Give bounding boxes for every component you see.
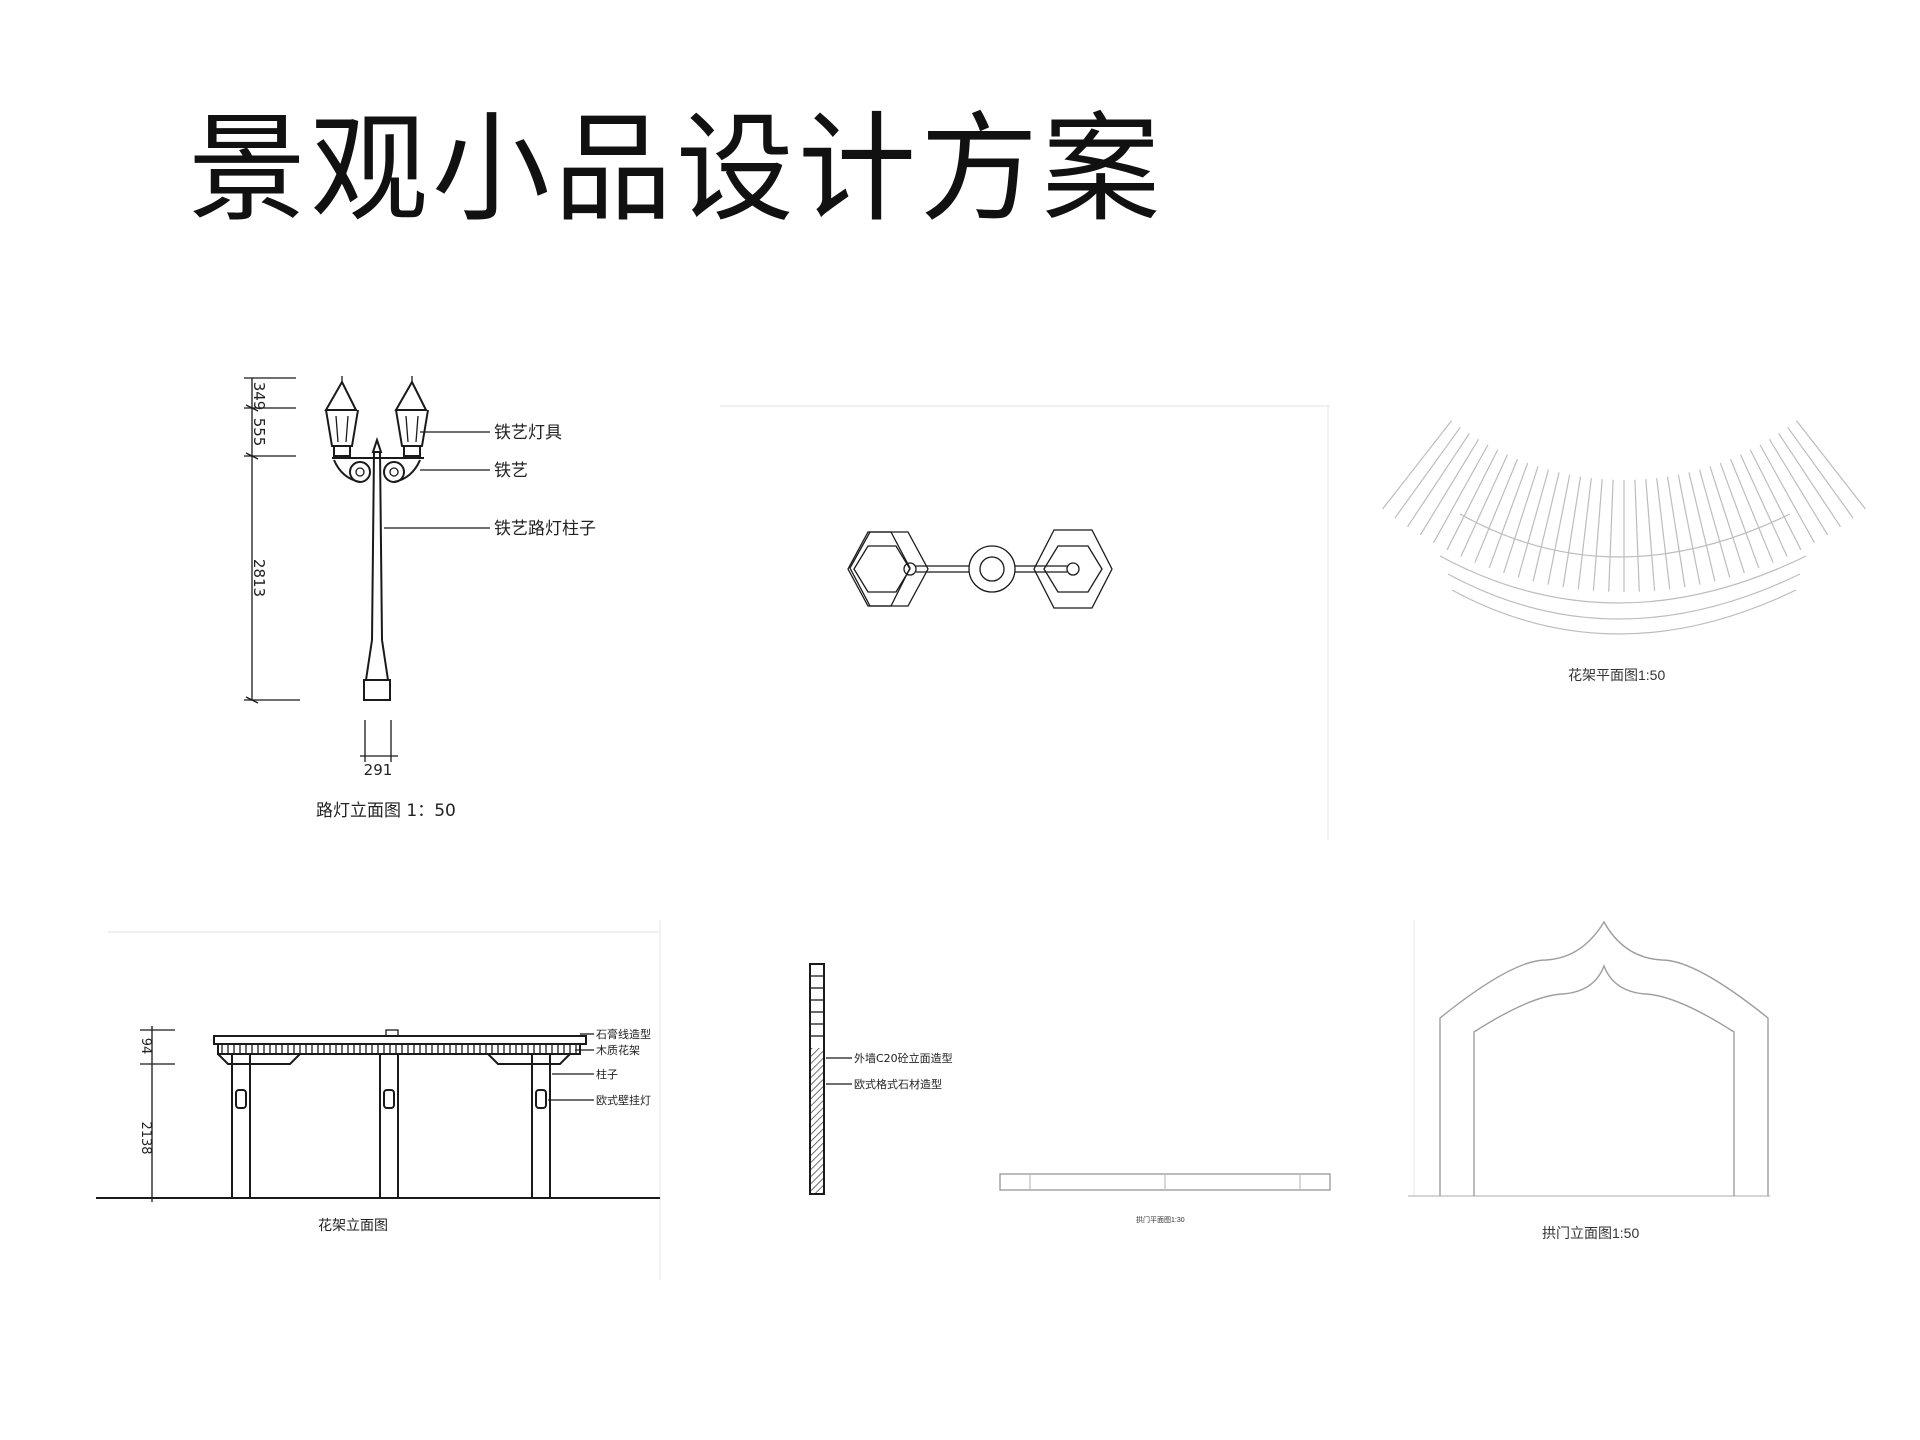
lamp-dim-top: 349 <box>250 382 268 411</box>
pergola-plan-caption: 花架平面图1:50 <box>1568 667 1665 683</box>
pergola-elevation: 94 2138 石膏线造型 木质花架 柱子 欧式壁挂灯 花架立面图 <box>96 920 661 1280</box>
pergola-dim-upper: 94 <box>138 1038 153 1055</box>
pergola-label-top: 石膏线造型 <box>596 1027 651 1041</box>
page-title: 景观小品设计方案 <box>188 100 1165 238</box>
arch-plan-caption: 拱门平面图1:30 <box>1136 1215 1185 1224</box>
lamp-label-pole: 铁艺路灯柱子 <box>494 519 596 539</box>
wall-label-upper: 外墙C20砼立面造型 <box>854 1051 953 1065</box>
lamp-bracket <box>332 457 424 483</box>
wall-label-lower: 欧式格式石材造型 <box>854 1077 942 1091</box>
arch-plan: 拱门平面图1:30 <box>999 1173 1331 1224</box>
pergola-elevation-caption: 花架立面图 <box>318 1218 388 1234</box>
lamp-pole <box>363 451 391 701</box>
arch-elevation: 拱门立面图1:50 <box>1408 920 1770 1241</box>
lamp-label-fixture: 铁艺灯具 <box>494 423 562 443</box>
lamp-plan <box>720 405 1330 840</box>
pergola-label-column: 柱子 <box>596 1067 618 1081</box>
lamp-dim-base: 291 <box>364 761 393 779</box>
lamp-caption: 路灯立面图 1：50 <box>316 801 456 821</box>
pergola-label-beam: 木质花架 <box>596 1044 640 1057</box>
pergola-plan: 花架平面图1:50 <box>1382 420 1866 683</box>
arch-elevation-caption: 拱门立面图1:50 <box>1542 1225 1639 1241</box>
wall-section: 外墙C20砼立面造型 欧式格式石材造型 <box>809 963 953 1195</box>
lamp-label-bracket: 铁艺 <box>494 461 528 481</box>
streetlamp-elevation: 349 555 2813 <box>244 376 596 821</box>
lamp-lantern-right <box>394 376 429 457</box>
lamp-dim-pole: 2813 <box>250 559 268 597</box>
pergola-dim-lower: 2138 <box>138 1121 153 1154</box>
pergola-label-lamp: 欧式壁挂灯 <box>596 1093 651 1107</box>
lamp-lantern-left <box>324 376 359 457</box>
lamp-dim-middle: 555 <box>250 418 268 447</box>
